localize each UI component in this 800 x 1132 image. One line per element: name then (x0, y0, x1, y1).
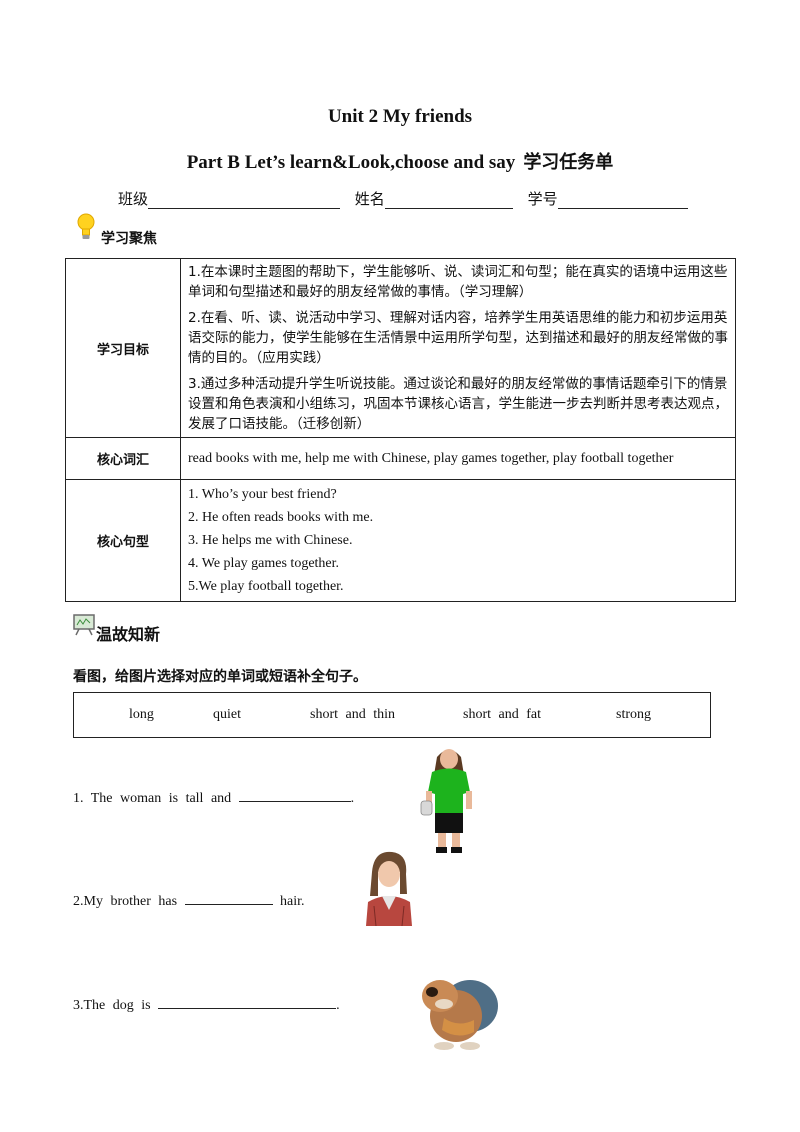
q2-text: 2.My brother has (73, 894, 178, 909)
objectives-content: 1.在本课时主题图的帮助下，学生能够听、说、读词汇和句型；能在真实的语境中运用这… (180, 258, 736, 438)
objective-1: 1.在本课时主题图的帮助下，学生能够听、说、读词汇和句型；能在真实的语境中运用这… (188, 264, 728, 300)
word-option: short and fat (463, 707, 541, 722)
sentence-3: 3. He helps me with Chinese. (188, 533, 353, 548)
brother-image (366, 851, 412, 926)
focus-table: 学习目标 1.在本课时主题图的帮助下，学生能够听、说、读词汇和句型；能在真实的语… (65, 258, 736, 602)
number-label: 学号 (527, 190, 558, 208)
vocab-label: 核心词汇 (65, 437, 181, 480)
question-1: 1. The woman is tall and . (73, 789, 354, 807)
sentence-4: 4. We play games together. (188, 556, 340, 571)
review-heading: 温故知新 (96, 625, 161, 644)
class-label: 班级 (118, 190, 149, 208)
class-field[interactable] (148, 194, 341, 209)
woman-image (420, 749, 472, 853)
word-bank: long quiet short and thin short and fat … (73, 692, 711, 738)
page-title: Unit 2 My friends (327, 106, 473, 127)
word-option: strong (616, 707, 651, 722)
subtitle-cn: 学习任务单 (523, 152, 614, 173)
subtitle-en: Part B Let’s learn&Look,choose and say (186, 152, 516, 173)
vocab-content: read books with me, help me with Chinese… (180, 437, 736, 480)
q1-blank[interactable] (238, 789, 351, 802)
question-2: 2.My brother has hair. (73, 892, 305, 910)
objective-2: 2.在看、听、读、说活动中学习、理解对话内容，培养学生用英语思维的能力和初步运用… (188, 310, 728, 366)
blackboard-icon (73, 614, 95, 636)
name-label: 姓名 (354, 190, 385, 208)
table-row: 学习目标 1.在本课时主题图的帮助下，学生能够听、说、读词汇和句型；能在真实的语… (65, 258, 736, 438)
q3-end: . (336, 998, 340, 1013)
review-instruction: 看图，给图片选择对应的单词或短语补全句子。 (73, 669, 367, 685)
word-option: quiet (213, 707, 241, 722)
sentences-label: 核心句型 (65, 479, 181, 602)
lightbulb-icon (77, 213, 95, 239)
page-subtitle: Part B Let’s learn&Look,choose and say 学习… (0, 148, 800, 174)
question-3: 3.The dog is . (73, 996, 340, 1014)
table-row: 核心词汇 read books with me, help me with Ch… (65, 437, 736, 480)
q3-text: 3.The dog is (73, 998, 151, 1013)
q1-text: 1. The woman is tall and (73, 791, 232, 806)
focus-heading: 学习聚焦 (101, 231, 157, 247)
q3-blank[interactable] (158, 996, 337, 1009)
dog-image (422, 980, 498, 1050)
sentence-5: 5.We play football together. (188, 579, 344, 594)
sentence-2: 2. He often reads books with me. (188, 510, 374, 525)
word-option: long (129, 707, 154, 722)
table-row: 核心句型 1. Who’s your best friend? 2. He of… (65, 479, 736, 602)
sentence-1: 1. Who’s your best friend? (188, 487, 337, 502)
word-option: short and thin (310, 707, 395, 722)
q2-end: hair. (280, 894, 305, 909)
number-field[interactable] (557, 194, 688, 209)
name-field[interactable] (384, 194, 513, 209)
sentences-content: 1. Who’s your best friend? 2. He often r… (180, 479, 736, 602)
student-info-line: 班级 姓名 学号 (118, 188, 698, 209)
objective-3: 3.通过多种活动提升学生听说技能。通过谈论和最好的朋友经常做的事情话题牵引下的情… (188, 376, 728, 432)
objectives-label: 学习目标 (65, 258, 181, 438)
q1-end: . (350, 791, 355, 806)
q2-blank[interactable] (184, 892, 273, 905)
